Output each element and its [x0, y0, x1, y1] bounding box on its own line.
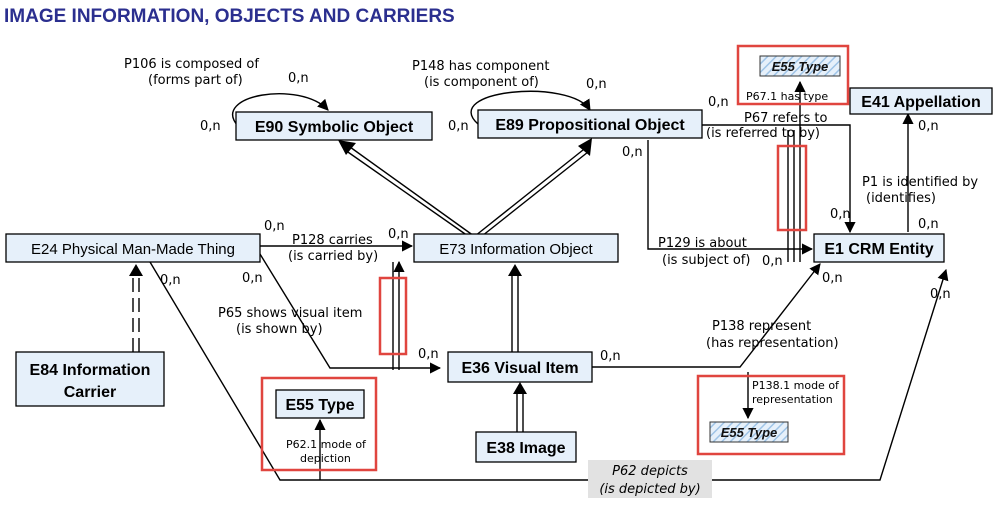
p138-label-2: (has representation)	[706, 336, 839, 351]
p65-label-2: (is shown by)	[236, 322, 323, 337]
card-p65-src: 0,n	[242, 271, 263, 286]
card-p62-src: 0,n	[160, 273, 181, 288]
p62-label-box: P62 depicts (is depicted by)	[588, 460, 712, 498]
p106-label-2: (forms part of)	[148, 73, 243, 88]
p138-1-label-1: P138.1 mode of	[752, 379, 840, 392]
edge-p129	[647, 140, 814, 255]
node-e41[interactable]: E41 Appellation	[849, 87, 993, 115]
card-p106-top: 0,n	[288, 71, 309, 86]
edge-p62	[149, 261, 949, 481]
p106-label-1: P106 is composed of	[124, 57, 259, 72]
p62-label-1: P62 depicts	[612, 464, 688, 479]
card-e1-bottom: 0,n	[822, 271, 843, 286]
edge-e38-e36	[513, 382, 527, 432]
card-p67-dst: 0,n	[830, 207, 851, 222]
node-e89[interactable]: E89 Propositional Object	[477, 109, 703, 139]
card-p106-left: 0,n	[200, 119, 221, 134]
edge-p148-loop	[470, 90, 591, 125]
node-e55-left-label: E55 Type	[285, 397, 354, 414]
property-labels: P106 is composed of (forms part of) P148…	[124, 57, 978, 465]
p62-1-label-2: depiction	[300, 452, 351, 465]
p129-label-1: P129 is about	[658, 236, 747, 251]
node-e55-top[interactable]: E55 Type	[759, 55, 841, 77]
node-e73[interactable]: E73 Information Object	[413, 233, 619, 263]
node-e36[interactable]: E36 Visual Item	[447, 351, 593, 383]
edge-e36-e73	[508, 264, 522, 352]
cardinality-labels: 0,n 0,n 0,n 0,n 0,n 0,n 0,n 0,n 0,n 0,n …	[160, 71, 951, 364]
node-e84[interactable]: E84 Information Carrier	[15, 351, 165, 407]
card-p138-src: 0,n	[600, 349, 621, 364]
card-p62-dst: 0,n	[930, 287, 951, 302]
node-e90-label: E90 Symbolic Object	[255, 119, 414, 136]
card-p129-dst: 0,n	[762, 254, 783, 269]
card-p129-src: 0,n	[622, 145, 643, 160]
p62-label-2: (is depicted by)	[599, 482, 700, 497]
card-p1-top: 0,n	[918, 119, 939, 134]
card-p128-dst: 0,n	[388, 227, 409, 242]
edge-e84-e24	[129, 264, 143, 352]
p62-1-label-1: P62.1 mode of	[286, 438, 367, 451]
node-e84-label-1: E84 Information	[30, 362, 151, 379]
card-p67-src: 0,n	[708, 95, 729, 110]
edge-p138	[590, 263, 821, 368]
node-e73-label: E73 Information Object	[439, 241, 593, 258]
node-e90[interactable]: E90 Symbolic Object	[235, 111, 433, 141]
p128-label-1: P128 carries	[292, 233, 373, 248]
node-e84-label-2: Carrier	[64, 384, 116, 401]
highlight-boxes	[260, 44, 850, 472]
card-p1-bottom: 0,n	[918, 217, 939, 232]
p128-label-2: (is carried by)	[288, 249, 378, 264]
node-e24[interactable]: E24 Physical Man-Made Thing	[5, 233, 261, 263]
node-e41-label: E41 Appellation	[861, 94, 980, 111]
edge-p106-loop	[232, 93, 329, 127]
p1-label-2: (identifies)	[866, 191, 936, 206]
p148-label-1: P148 has component	[412, 59, 549, 74]
node-e89-label: E89 Propositional Object	[495, 117, 685, 134]
edge-e73-e89	[474, 138, 592, 237]
node-e1-label: E1 CRM Entity	[824, 241, 933, 258]
card-p65-dst: 0,n	[418, 347, 439, 362]
p67-label-2: (is referred to by)	[706, 126, 820, 141]
node-e55-right-label: E55 Type	[721, 425, 778, 440]
node-e55-top-label: E55 Type	[772, 59, 829, 74]
edge-p65	[259, 253, 442, 374]
p1-label-1: P1 is identified by	[862, 175, 978, 190]
edges	[129, 80, 949, 481]
page-title: IMAGE INFORMATION, OBJECTS AND CARRIERS	[4, 6, 455, 27]
card-p148-left: 0,n	[448, 119, 469, 134]
card-p148-top: 0,n	[586, 77, 607, 92]
node-e36-label: E36 Visual Item	[461, 360, 578, 377]
node-e55-right[interactable]: E55 Type	[709, 421, 789, 443]
p148-label-2: (is component of)	[424, 75, 539, 90]
p65-label-1: P65 shows visual item	[218, 306, 362, 321]
node-e1[interactable]: E1 CRM Entity	[813, 233, 945, 263]
edge-p67	[700, 124, 856, 234]
node-e24-label: E24 Physical Man-Made Thing	[31, 241, 235, 258]
p138-1-label-2: representation	[752, 393, 833, 406]
edge-e73-e90	[338, 140, 475, 237]
node-e38[interactable]: E38 Image	[475, 431, 577, 463]
p129-label-2: (is subject of)	[662, 253, 750, 268]
p67-1-label: P67.1 has type	[746, 90, 828, 103]
card-p128-src: 0,n	[264, 219, 285, 234]
node-e55-left[interactable]: E55 Type	[275, 389, 365, 419]
p138-label-1: P138 represent	[712, 319, 811, 334]
p67-label-1: P67 refers to	[744, 111, 827, 126]
node-e38-label: E38 Image	[486, 440, 565, 457]
